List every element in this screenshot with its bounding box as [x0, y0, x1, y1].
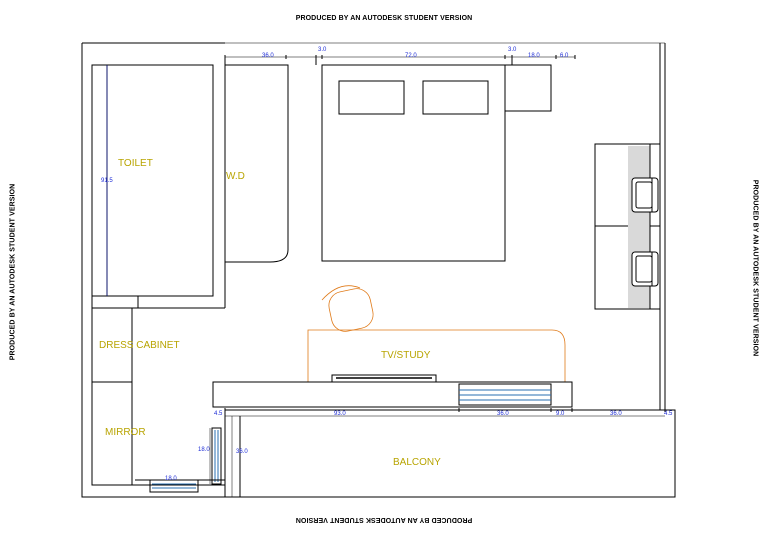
study-chair	[321, 285, 374, 332]
toilet-label: TOILET	[118, 158, 153, 169]
console-shelves	[458, 383, 552, 406]
bottom-shelf-lines	[152, 483, 196, 489]
mirror-shelf-lines	[214, 430, 219, 482]
top-dim-chain	[224, 56, 575, 65]
dim-mid-93: 93.0	[334, 411, 346, 417]
dim-top-6: 6.0	[560, 53, 569, 59]
chair-top	[631, 177, 659, 213]
dim-top-3a: 3.0	[318, 47, 327, 53]
tv-stand	[331, 374, 437, 383]
mirror-shelf	[211, 427, 222, 485]
wardrobe	[225, 64, 289, 263]
dim-mid-36a: 36.0	[497, 411, 509, 417]
dim-left-4-5: 4.5	[214, 411, 223, 417]
wd-label: W.D	[226, 171, 245, 182]
dress-cabinet-label: DRESS CABINET	[99, 340, 180, 351]
bed	[321, 64, 506, 262]
toilet-partition	[91, 296, 139, 309]
dim-right-4-5: 4.5	[664, 411, 673, 417]
pillow-right	[422, 80, 489, 115]
tv-study-outline	[307, 329, 566, 382]
side-table	[504, 64, 552, 112]
dim-top-18: 18.0	[528, 53, 540, 59]
dimension-ticks	[224, 55, 666, 412]
dim-balcony-36: 36.0	[236, 449, 248, 455]
tv-study-label: TV/STUDY	[381, 350, 431, 361]
outer-wall	[81, 43, 676, 498]
dim-top-36: 36.0	[262, 53, 274, 59]
dim-top-72: 72.0	[405, 53, 417, 59]
dim-top-3b: 3.0	[508, 47, 517, 53]
watermark-top: PRODUCED BY AN AUTODESK STUDENT VERSION	[295, 15, 473, 22]
pillow-left	[338, 80, 405, 115]
dim-mid-9: 9.0	[556, 411, 565, 417]
chair-bottom	[631, 251, 659, 287]
toilet-room	[91, 64, 214, 297]
dim-bottom-18: 18.0	[165, 476, 177, 482]
mirror-label: MIRROR	[105, 427, 146, 438]
dim-toilet-height: 91.5	[101, 178, 113, 184]
balcony-label: BALCONY	[393, 457, 441, 468]
dim-mid-36b: 36.0	[610, 411, 622, 417]
dim-mirror-18: 18.0	[198, 447, 210, 453]
